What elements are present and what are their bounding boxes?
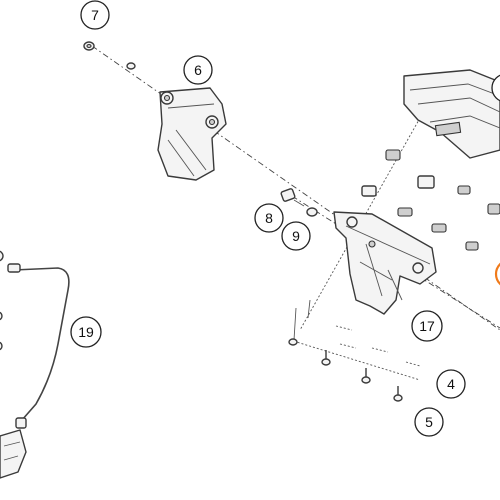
grub-screw	[321, 350, 331, 366]
callout-7: 7	[80, 0, 110, 30]
axis-line-pins	[289, 339, 421, 381]
screw-8	[280, 188, 305, 207]
connector-fragment	[0, 429, 27, 479]
callout-5: 5	[414, 407, 444, 437]
callout-label-4: 4	[447, 376, 455, 392]
grommet	[397, 207, 413, 217]
grommet	[385, 149, 401, 161]
long-screw	[307, 299, 311, 319]
bracket-part-6	[157, 87, 227, 181]
callout-label-6: 6	[194, 62, 202, 78]
grub-screw	[361, 368, 371, 384]
grommet	[361, 185, 377, 197]
callout-9: 9	[281, 221, 311, 251]
callout-label-5: 5	[425, 414, 433, 430]
callout-19: 19	[70, 316, 102, 348]
grommet	[457, 185, 471, 195]
callout-label-9: 9	[292, 228, 300, 244]
long-screw	[288, 307, 298, 346]
cable-part-19	[7, 263, 70, 429]
washer-7	[126, 62, 136, 70]
callout-17: 17	[411, 310, 443, 342]
mount-bracket-part-17	[333, 211, 437, 315]
washer-9	[306, 207, 318, 217]
callout-6: 6	[183, 55, 213, 85]
grommet	[417, 175, 435, 189]
callout-4: 4	[436, 369, 466, 399]
callout-8: 8	[254, 203, 284, 233]
callout-accent-orange	[494, 262, 500, 286]
callout-partial-top-right	[491, 74, 500, 102]
grommet-grid	[361, 149, 500, 251]
grommet	[487, 203, 500, 215]
left-edge-fragment	[0, 250, 4, 351]
grub-screw	[393, 386, 403, 402]
callout-label-17: 17	[419, 318, 435, 334]
callout-label-7: 7	[91, 7, 99, 23]
grommet	[431, 223, 447, 233]
screw-7	[83, 41, 95, 51]
callout-label-19: 19	[78, 324, 94, 340]
instrument-housing	[403, 69, 500, 159]
spacer-dashes	[335, 325, 421, 367]
callout-label-8: 8	[265, 210, 273, 226]
grommet	[465, 241, 479, 251]
